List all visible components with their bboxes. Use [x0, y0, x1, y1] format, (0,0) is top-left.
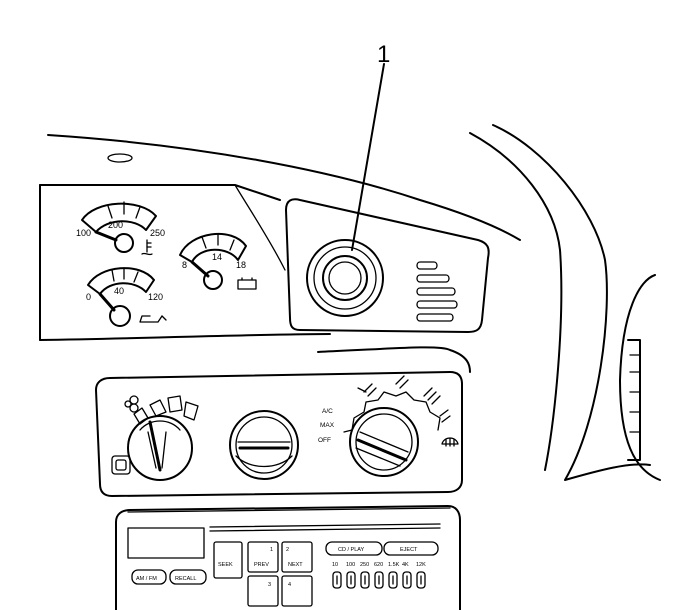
eq-band-slider[interactable] — [416, 571, 426, 589]
temperature-max-label: 250 — [150, 228, 165, 238]
eq-band-slider[interactable] — [332, 571, 342, 589]
temperature-knob[interactable] — [229, 410, 299, 480]
oil-mid-label: 40 — [114, 286, 124, 296]
fan-speed-knob[interactable] — [127, 395, 199, 481]
radio-display — [127, 527, 205, 559]
callout-number: 1 — [377, 41, 390, 68]
oil-min-label: 0 — [86, 292, 91, 302]
recall-label: RECALL — [175, 576, 196, 582]
floor-mode-icon — [423, 387, 441, 405]
blend-mode-icon — [439, 409, 451, 423]
off-label: OFF — [318, 437, 331, 444]
temperature-mid-label: 200 — [108, 220, 123, 230]
preset-3-button[interactable]: 3 — [247, 575, 279, 607]
eject-button[interactable]: EJECT — [383, 541, 439, 556]
eject-label: EJECT — [400, 547, 418, 553]
voltage-max-label: 18 — [236, 260, 246, 270]
max-label: MAX — [320, 422, 335, 429]
eq-band-label: 4K — [402, 562, 409, 568]
recirculation-button[interactable] — [111, 455, 131, 475]
oil-max-label: 120 — [148, 292, 163, 302]
center-panel: 1 — [285, 41, 490, 333]
battery-icon — [237, 277, 257, 290]
fan-icon — [124, 395, 139, 413]
preset-4-button[interactable]: 4 — [281, 575, 313, 607]
instrument-cluster: 100 200 250 0 40 120 — [39, 184, 286, 341]
eq-band-slider[interactable] — [388, 571, 398, 589]
prev-label: PREV — [254, 562, 269, 568]
next-label: NEXT — [288, 562, 303, 568]
am-fm-button[interactable]: AM / FM — [131, 569, 167, 585]
preset-2-next-button[interactable]: 2 NEXT — [281, 541, 313, 573]
temperature-min-label: 100 — [76, 228, 91, 238]
thermometer-icon — [141, 239, 153, 256]
eq-band-label: 620 — [374, 562, 383, 568]
vent-mode-icon — [357, 383, 377, 397]
eq-band-slider[interactable] — [346, 571, 356, 589]
voltmeter-knob — [203, 270, 223, 290]
seek-button[interactable]: SEEK — [213, 541, 243, 579]
center-dial — [306, 239, 384, 317]
vent-slots — [416, 261, 458, 322]
seek-button-label: SEEK — [218, 562, 233, 568]
radio-unit: SEEK 1 PREV 2 NEXT 3 4 AM / FM RECALL — [115, 505, 461, 610]
voltage-mid-label: 14 — [212, 252, 222, 262]
eq-band-label: 1.5K — [388, 562, 400, 568]
callout-leader-line — [351, 63, 385, 251]
bilevel-mode-icon — [395, 375, 409, 389]
temperature-gauge-knob — [114, 233, 134, 253]
cd-play-button[interactable]: CD / PLAY — [325, 541, 383, 556]
preset-4-label: 4 — [288, 582, 291, 588]
voltage-min-label: 8 — [182, 260, 187, 270]
oil-pressure-gauge: 0 40 120 — [86, 267, 167, 327]
preset-1-prev-button[interactable]: 1 PREV — [247, 541, 279, 573]
eq-band-label: 100 — [346, 562, 355, 568]
preset-3-label: 3 — [268, 582, 271, 588]
hvac-control-panel: A/C MAX OFF — [95, 346, 471, 497]
cd-play-label: CD / PLAY — [338, 547, 365, 553]
eq-band-label: 12K — [416, 562, 426, 568]
am-fm-label: AM / FM — [136, 576, 157, 582]
recall-button[interactable]: RECALL — [169, 569, 207, 585]
preset-2-label: 2 — [286, 547, 289, 553]
voltmeter-gauge: 8 14 18 — [179, 232, 257, 290]
eq-band-slider[interactable] — [360, 571, 370, 589]
eq-band-slider[interactable] — [402, 571, 412, 589]
temperature-gauge: 100 200 250 — [76, 201, 165, 256]
oil-gauge-knob — [109, 305, 131, 327]
dashboard-outline — [39, 124, 661, 481]
eq-band-label: 10 — [332, 562, 338, 568]
ac-label: A/C — [322, 408, 333, 415]
eq-band-slider[interactable] — [374, 571, 384, 589]
defrost-icon — [441, 437, 459, 447]
mode-selector-knob[interactable] — [343, 391, 441, 477]
preset-1-label: 1 — [270, 547, 273, 553]
oil-can-icon — [139, 315, 167, 323]
eq-band-label: 250 — [360, 562, 369, 568]
